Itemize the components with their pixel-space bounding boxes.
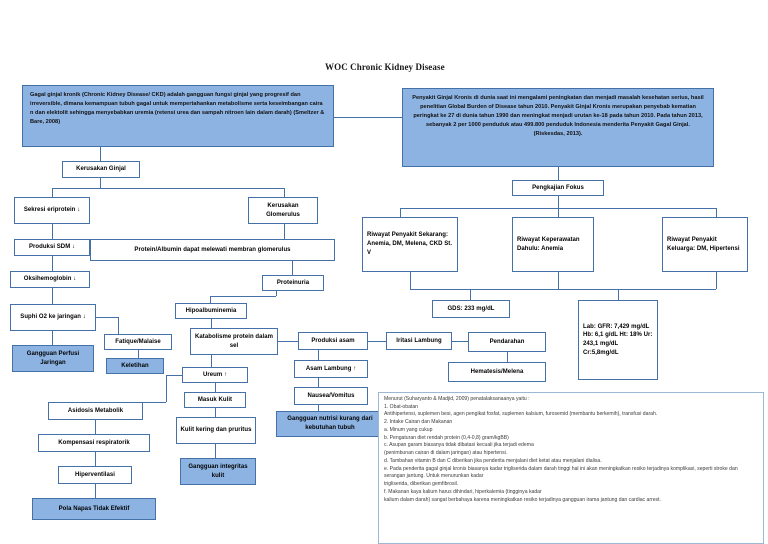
node-produksi-asam: Produksi asam — [298, 332, 368, 350]
node-nausea-vomitus: Nausea/Vomitus — [294, 387, 368, 405]
connector-riwayat-3 — [716, 208, 717, 217]
connector-fatigue-down — [138, 350, 139, 358]
connector-ureum-to-acidosis-h1 — [166, 375, 182, 376]
connector-kompensasi-down — [95, 452, 96, 466]
node-protein-albumin-membran: Protein/Albumin dapat melewati membran g… — [90, 239, 335, 261]
connector-ureum-to-acidosis-h2 — [143, 402, 166, 403]
node-hiperventilasi: Hiperventilasi — [58, 466, 132, 484]
connector-riwayat-2 — [558, 208, 559, 217]
node-riwayat-keperawatan-dahulu: Riwayat Keperawatan Dahulu: Anemia — [512, 217, 594, 272]
node-pengkajian-fokus: Pengkajian Fokus — [512, 180, 604, 196]
definition-box: Gagal ginjal kronik (Chronic Kidney Dise… — [22, 85, 334, 147]
node-riwayat-penyakit-sekarang: Riwayat Penyakit Sekarang: Anemia, DM, M… — [362, 217, 458, 272]
node-masuk-kulit: Masuk Kulit — [184, 392, 246, 408]
connector-fatigue-drop — [118, 317, 119, 334]
node-gangguan-nutrisi: Gangguan nutrisi kurang dari kebutuhan t… — [276, 411, 384, 437]
connector-asam-to-iritasi — [368, 341, 386, 342]
connector-def-down — [100, 147, 101, 161]
connector-o2-to-fatigue — [96, 317, 118, 318]
node-fatique-malaise: Fatique/Malaise — [104, 334, 172, 350]
page-title: WOC Chronic Kidney Disease — [325, 62, 445, 72]
connector-sdm-down — [52, 256, 53, 271]
connector-sekresi-down — [52, 224, 53, 239]
connector-membran-down — [292, 261, 293, 275]
connector-root-right — [284, 188, 285, 197]
node-kerusakan-ginjal: Kerusakan Ginjal — [62, 161, 140, 178]
connector-ureum-down — [215, 383, 216, 392]
connector-glomerulus-down — [284, 224, 285, 239]
node-oksihemoglobin: Oksihemoglobin ↓ — [10, 271, 90, 288]
connector-katabolisme-down — [211, 355, 212, 367]
connector-pengkajian-down — [558, 196, 559, 208]
node-ureum: Ureum ↑ — [182, 367, 248, 383]
connector-riwayat1-down — [410, 272, 411, 289]
connector-produksi-asam-down — [318, 350, 319, 360]
connector-root-split — [52, 188, 284, 189]
node-hipoalbuminemia: Hipoalbuminemia — [175, 303, 247, 319]
node-proteinuria: Proteinuria — [262, 275, 324, 291]
node-katabolisme-protein: Katabolisme protein dalam sel — [190, 328, 278, 355]
connector-masuk-kulit-down — [215, 408, 216, 417]
connector-hipoalb-drop — [210, 296, 211, 303]
connector-to-lab — [618, 289, 619, 300]
node-gds: GDS: 233 mg/dL — [432, 300, 510, 318]
node-produksi-sdm: Produksi SDM ↓ — [14, 239, 90, 256]
connector-oksi-down — [52, 288, 53, 304]
connector-nausea-down — [318, 405, 319, 411]
connector-riwayat-1 — [400, 208, 401, 217]
connector-lab-split-top — [410, 289, 716, 290]
connector-hiperventilasi-down — [95, 484, 96, 498]
connector-hipoalb-down — [211, 319, 212, 328]
epidemiology-box: Penyakit Ginjal Kronis di dunia saat ini… — [402, 88, 714, 167]
connector-epi-down — [558, 167, 559, 180]
node-pendarahan: Pendarahan — [468, 332, 546, 352]
node-gangguan-perfusi-jaringan: Gangguan Perfusi Jaringan — [12, 345, 94, 372]
node-sekresi-eriprotein: Sekresi eriprotein ↓ — [14, 197, 90, 224]
connector-asam-lambung-down — [318, 378, 319, 387]
node-kompensasi-respiratorik: Kompensasi respiratorik — [38, 434, 150, 452]
connector-riwayat2-down — [558, 272, 559, 289]
connector-o2-down — [52, 331, 53, 345]
connector-pendarahan-down — [507, 352, 508, 362]
node-gangguan-integritas-kulit: Gangguan integritas kulit — [180, 458, 256, 485]
node-iritasi-lambung: Iritasi Lambung — [386, 332, 452, 350]
connector-to-gds — [470, 289, 471, 300]
connector-ureum-to-acidosis-v — [166, 375, 167, 402]
connector-katabolisme-to-asam — [278, 341, 298, 342]
node-kulit-kering-pruritus: Kulit kering dan pruritus — [176, 417, 256, 444]
node-suplai-o2: Suphi O2 ke jaringan ↓ — [10, 304, 96, 331]
node-asidosis-metabolik: Asidosis Metabolik — [48, 402, 143, 420]
node-asam-lambung: Asam Lambung ↑ — [294, 360, 368, 378]
connector-kulit-kering-down — [215, 444, 216, 458]
node-riwayat-penyakit-keluarga: Riwayat Penyakit Keluarga: DM, Hipertens… — [662, 217, 748, 272]
connector-root-down — [100, 178, 101, 188]
connector-root-left — [52, 188, 53, 197]
connector-proteinuria-down — [276, 291, 277, 296]
node-kerusakan-glomerulus: Kerusakan Glomerulus — [248, 197, 318, 224]
connector-proteinuria-left — [210, 296, 276, 297]
connector-def-to-epi — [334, 117, 402, 118]
node-keletihan: Keletihan — [106, 358, 164, 374]
connector-riwayat3-down — [716, 272, 717, 289]
connector-asidosis-down — [95, 420, 96, 434]
connector-iritasi-to-pendarahan — [452, 341, 468, 342]
node-hematesis-melena: Hematesis/Melena — [448, 362, 546, 382]
treatment-note-box: Menurut (Suharyanto & Madjid, 2009) pena… — [378, 392, 764, 544]
node-lab-results: Lab: GFR: 7,429 mg/dL Hb: 6,1 g/dL Ht: 1… — [578, 300, 658, 380]
node-pola-napas-tidak-efektif: Pola Napas Tidak Efektif — [32, 498, 156, 520]
